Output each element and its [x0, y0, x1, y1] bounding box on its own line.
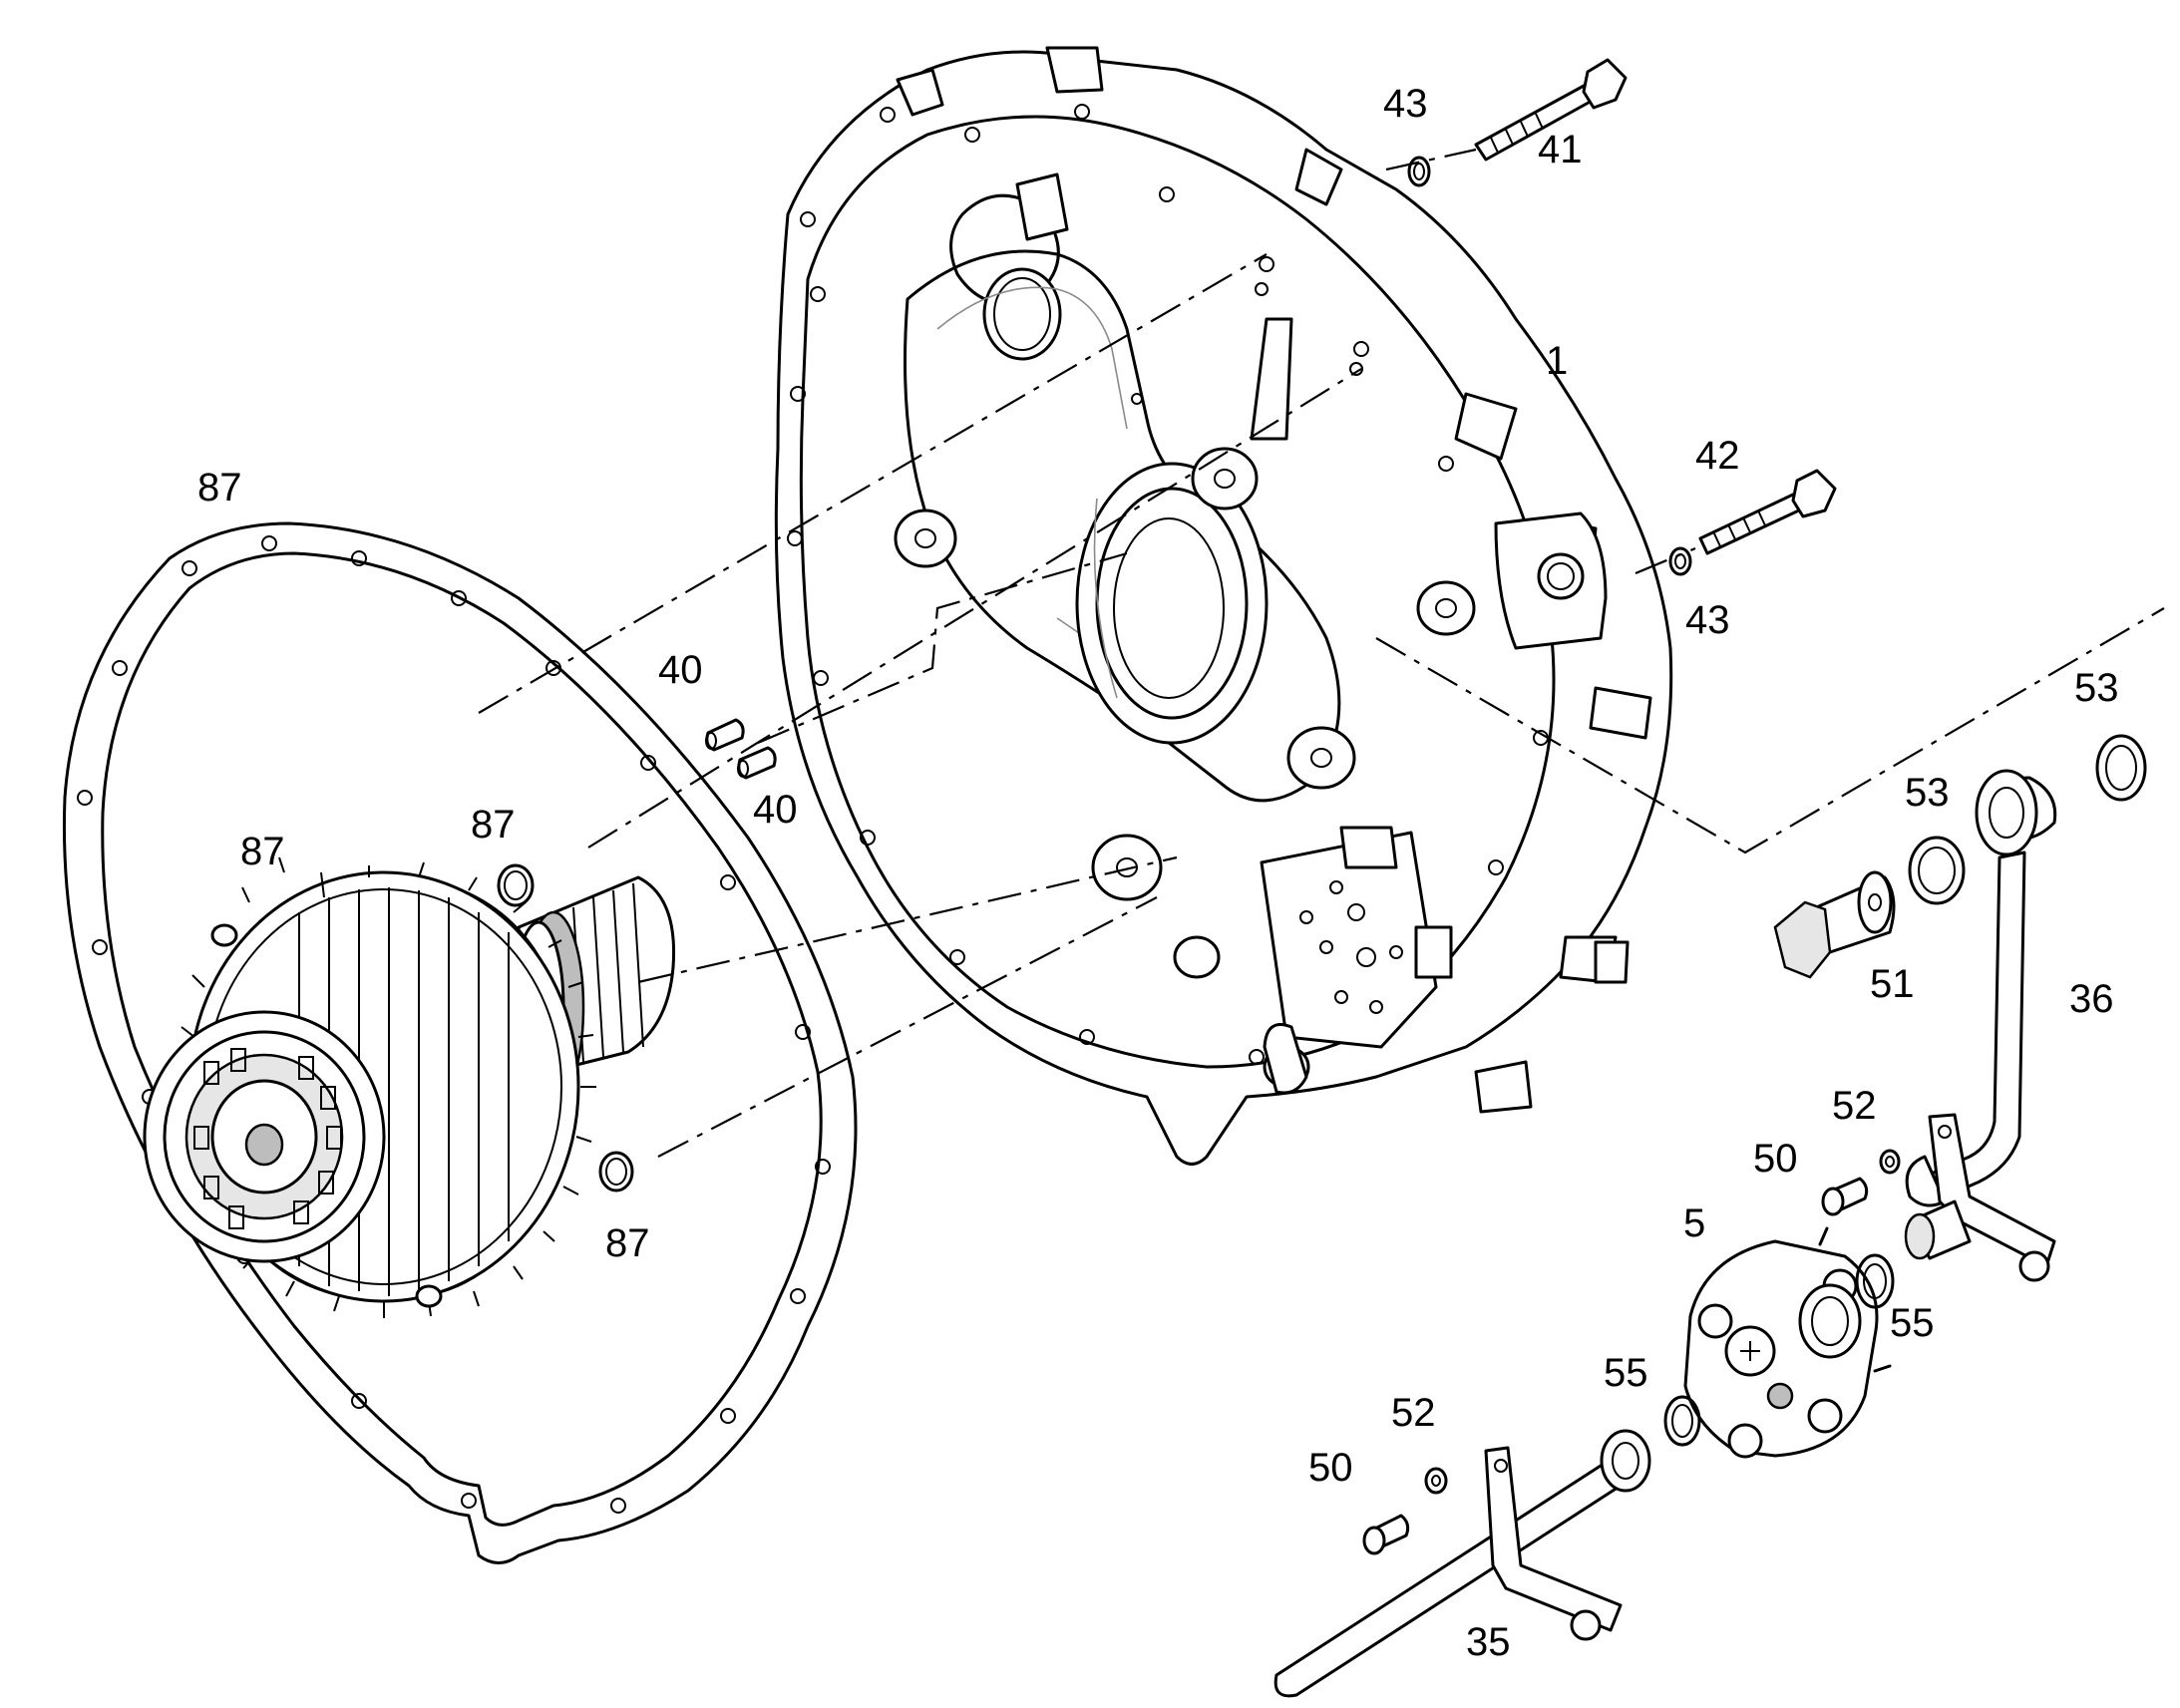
housing-part-1	[774, 46, 1673, 1166]
label-51: 51	[1870, 962, 1915, 1006]
label-40-upper: 40	[658, 648, 703, 692]
gasket-part-87	[62, 521, 858, 1564]
label-50-upper: 50	[1753, 1137, 1798, 1181]
dowel-pin-40-lower	[737, 746, 777, 780]
suction-pipe-35	[1273, 1429, 1651, 1698]
label-52-lower: 52	[1391, 1391, 1436, 1435]
label-43-upper: 43	[1383, 82, 1428, 126]
gear-shaft-assembly	[143, 856, 676, 1318]
seal-ring-53-b	[2095, 734, 2147, 802]
label-52-upper: 52	[1832, 1084, 1877, 1128]
label-41: 41	[1538, 128, 1583, 171]
label-53-right: 53	[2074, 666, 2119, 710]
oil-pipe-36	[1904, 769, 2057, 1282]
label-55-right: 55	[1890, 1301, 1935, 1345]
o-ring-55-b	[1663, 1395, 1701, 1447]
label-36: 36	[2069, 977, 2114, 1021]
label-5: 5	[1683, 1201, 1705, 1245]
screw-50-upper	[1821, 1177, 1869, 1216]
label-50-lower: 50	[1308, 1446, 1353, 1490]
seal-ring-53-a	[1908, 836, 1966, 905]
label-87-gear: 87	[240, 830, 285, 873]
label-40-lower: 40	[753, 788, 798, 832]
o-ring-87-upper	[497, 863, 535, 907]
label-42: 42	[1695, 434, 1740, 478]
label-87-gasket: 87	[197, 466, 242, 510]
label-87-oring-lower: 87	[605, 1221, 650, 1265]
oil-pump-5	[1683, 1226, 1892, 1459]
label-43-lower: 43	[1685, 598, 1730, 642]
label-53-left: 53	[1905, 771, 1950, 815]
label-35: 35	[1466, 1620, 1511, 1664]
o-ring-55-a	[1855, 1253, 1895, 1309]
screw-50-lower	[1362, 1514, 1410, 1555]
washer-43-upper	[1407, 156, 1431, 187]
washer-52-lower	[1424, 1467, 1448, 1495]
label-87-oring-upper: 87	[471, 803, 516, 847]
label-1: 1	[1546, 339, 1568, 383]
bolt-42	[1698, 469, 1837, 555]
dowel-pin-40-upper	[705, 718, 745, 752]
o-ring-87-lower	[598, 1151, 634, 1193]
washer-52-upper	[1879, 1149, 1901, 1175]
bolt-41	[1474, 58, 1628, 162]
label-55-left: 55	[1604, 1351, 1648, 1395]
callout-labels: 1 5 35 36 40 40 41 42 43 43 50 50 51 52 …	[197, 82, 2119, 1664]
washer-43-lower	[1668, 546, 1692, 576]
assembly-lines	[478, 148, 2165, 1158]
banjo-bolt-51	[1773, 870, 1896, 979]
